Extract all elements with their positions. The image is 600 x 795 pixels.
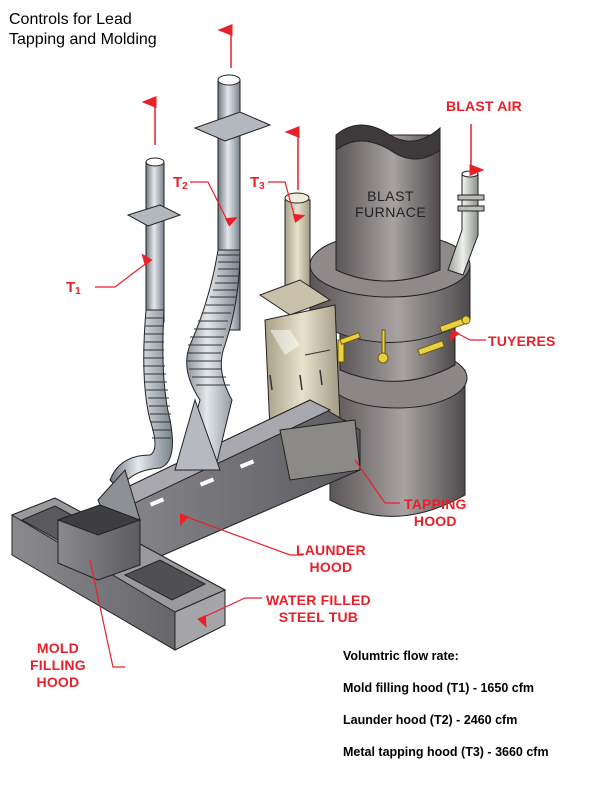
blast-air-label: BLAST AIR [446,98,522,114]
t2-letter: T [173,174,183,191]
tapping-hood-label-line-2: HOOD [413,513,457,529]
t3-label: T3 [250,174,265,192]
diagram-title: Controls for Lead Tapping and Molding [9,10,157,50]
t1-label: T1 [66,279,81,297]
launder-hood-label-line-2: HOOD [309,559,353,575]
exhaust-arrows [141,24,485,190]
blast-air-pipe [447,170,485,276]
title-line-2: Tapping and Molding [9,31,157,48]
blast-furnace-label: BLAST FURNACE [355,188,426,220]
tuyeres-label: TUYERES [488,333,556,349]
launder-hood-label: LAUNDER HOOD [296,542,366,576]
launder-hood-duct-t2 [174,74,272,471]
mold-filling-hood-label: MOLD FILLING HOOD [30,640,86,691]
water-tub-label-line-2: STEEL TUB [278,609,359,625]
launder-hood-label-line-1: LAUNDER [296,542,366,558]
mold-hood-label-line-2: FILLING [30,657,86,673]
t1-subscript: 1 [75,286,81,297]
tapping-hood-label-line-1: TAPPING [404,496,467,512]
leader-lines [89,181,486,668]
flow-rate-heading: Volumtric flow rate: [343,649,459,663]
blast-furnace-label-line-1: BLAST [367,188,415,204]
flow-rate-item: Mold filling hood (T1) - 1650 cfm [343,681,534,695]
t1-letter: T [66,279,76,296]
flow-rate-item: Metal tapping hood (T3) - 3660 cfm [343,745,549,759]
flow-rate-item: Launder hood (T2) - 2460 cfm [343,713,518,727]
blast-furnace-label-line-2: FURNACE [355,204,427,220]
tapping-hood-label: TAPPING HOOD [404,496,467,530]
mold-hood-label-line-1: MOLD [36,640,79,656]
mold-filling-hood [56,469,142,581]
blast-furnace [309,124,471,517]
t2-label: T2 [173,174,188,192]
mold-hood-label-line-3: HOOD [36,674,80,690]
t2-subscript: 2 [182,181,188,192]
title-line-1: Controls for Lead [9,11,132,28]
t3-letter: T [250,174,260,191]
t3-subscript: 3 [259,181,265,192]
water-tub-label: WATER FILLED STEEL TUB [266,592,371,626]
mold-hood-duct-t1 [109,157,182,491]
tuyeres [337,315,471,364]
water-tub-label-line-1: WATER FILLED [266,592,371,608]
flow-rate-panel: Volumtric flow rate: Mold filling hood (… [343,649,549,777]
